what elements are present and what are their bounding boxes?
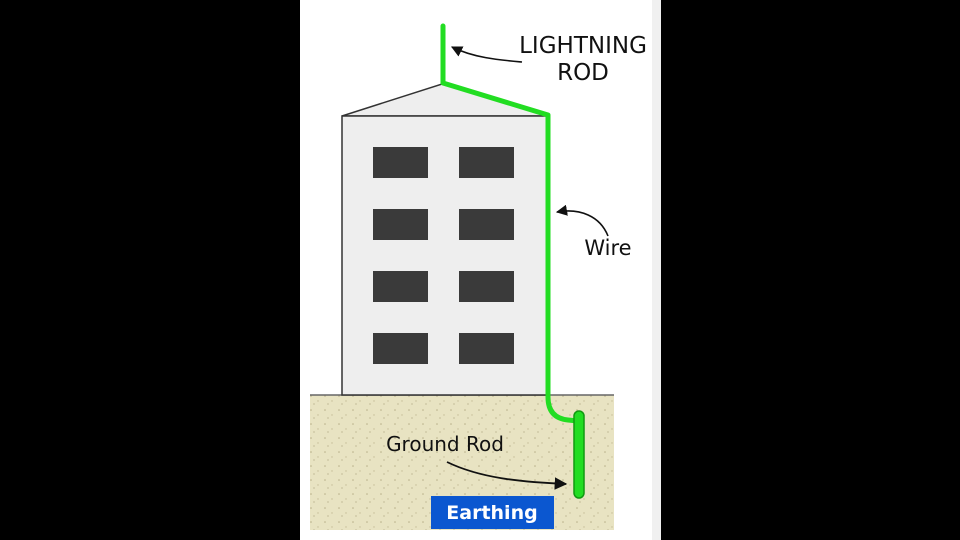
- window: [459, 271, 514, 302]
- building-body: [341, 115, 549, 396]
- earthing-badge-label: Earthing: [446, 502, 537, 524]
- lightning-rod-arrow: [450, 46, 523, 63]
- lightning-rod-label-line1: LIGHTNING: [519, 33, 647, 59]
- earthing-badge: [431, 496, 554, 529]
- window: [373, 333, 428, 364]
- ground-rod-label: Ground Rod: [386, 432, 504, 456]
- window: [459, 147, 514, 178]
- ground-rod-arrow: [446, 461, 568, 490]
- panel-edge: [652, 0, 661, 540]
- window: [373, 147, 428, 178]
- lightning-rod-label-line2: ROD: [557, 60, 609, 86]
- wire-arrow: [555, 204, 609, 237]
- window: [459, 333, 514, 364]
- window: [373, 209, 428, 240]
- wire-label: Wire: [584, 236, 631, 260]
- ground-rod: [573, 410, 585, 499]
- lightning-rod-and-wire: [440, 23, 581, 424]
- window: [373, 271, 428, 302]
- window: [459, 209, 514, 240]
